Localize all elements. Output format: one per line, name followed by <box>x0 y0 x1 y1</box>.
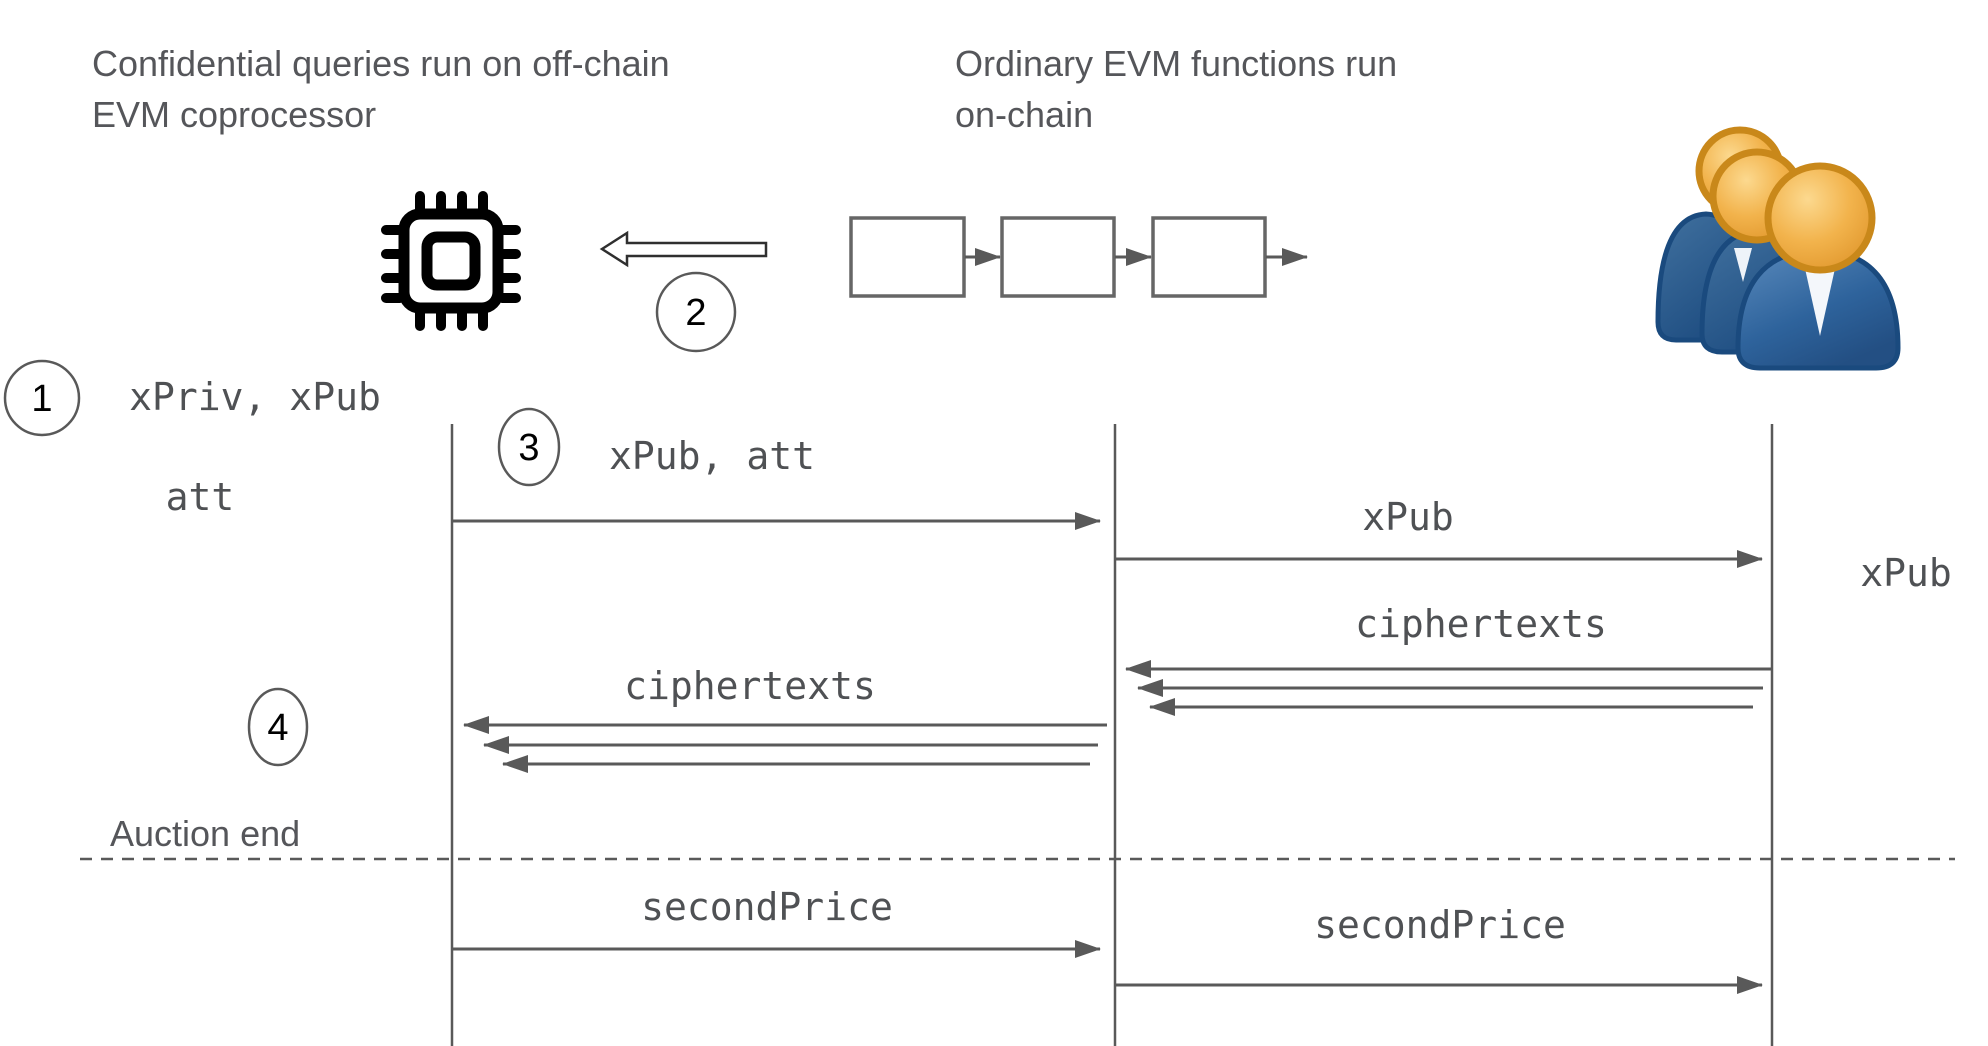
label-secondprice-left: secondPrice <box>641 885 893 929</box>
label-xpub-users-side: xPub <box>1860 551 1952 595</box>
hollow-left-arrow-icon <box>599 230 768 268</box>
label-attestation: att <box>165 475 235 519</box>
cpu-chip-icon <box>381 191 521 331</box>
step-circle-2 <box>655 271 737 353</box>
step-circle-4 <box>247 687 309 767</box>
step-circle-1 <box>3 359 81 437</box>
step-circle-3 <box>497 407 561 487</box>
users-group-icon <box>1655 126 1901 371</box>
step-number-3: 3 <box>518 427 540 469</box>
auction-end-label: Auction end <box>110 813 301 854</box>
label-xpub-att: xPub, att <box>609 434 815 478</box>
label-ciphertexts-right: ciphertexts <box>1355 602 1607 646</box>
step-number-4: 4 <box>267 707 289 749</box>
message-arrows <box>452 512 1772 994</box>
label-xpub-to-users: xPub <box>1362 495 1454 539</box>
blockchain-blocks-icon <box>849 216 1308 298</box>
lifelines <box>450 424 1774 1046</box>
step-number-2: 2 <box>685 292 707 334</box>
label-secondprice-right: secondPrice <box>1314 903 1566 947</box>
label-ciphertexts-left: ciphertexts <box>624 664 876 708</box>
step-circles <box>3 271 737 767</box>
step-number-1: 1 <box>31 378 53 420</box>
caption-offchain: Confidential queries run on off-chain EV… <box>92 43 670 136</box>
label-keygen: xPriv, xPub <box>129 375 381 419</box>
caption-onchain: Ordinary EVM functions run on-chain <box>955 43 1398 136</box>
